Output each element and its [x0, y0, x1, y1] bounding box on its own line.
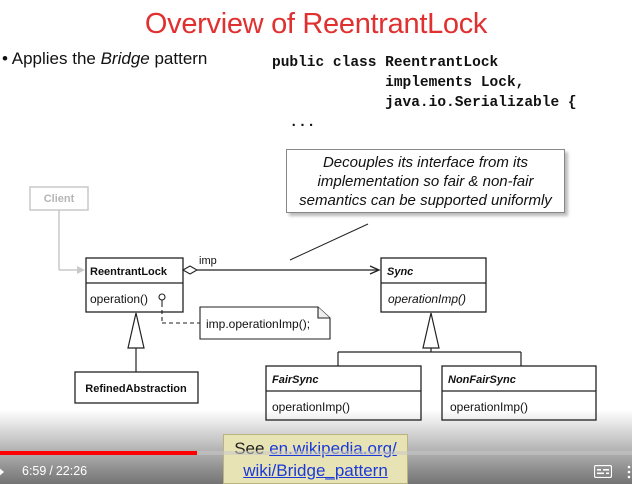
bullet-suffix: pattern [149, 49, 208, 68]
reentrantlock-label: ReentrantLock [90, 266, 168, 278]
refinedabstraction-label: RefinedAbstraction [85, 383, 187, 395]
note-connector [161, 310, 200, 324]
fairsync-label: FairSync [272, 374, 318, 386]
code-line: public class ReentrantLock [272, 55, 499, 71]
bullet-marker: • [2, 49, 8, 68]
nonfairsync-class: NonFairSync operationImp() [441, 365, 597, 421]
callout-pointer [289, 223, 369, 261]
callout-box: Decouples its interface from its impleme… [286, 149, 565, 213]
reference-box: See en.wikipedia.org/ wiki/Bridge_patter… [223, 434, 408, 484]
time-separator: / [49, 464, 53, 478]
code-line: implements Lock, [272, 75, 525, 91]
progress-played [0, 451, 197, 455]
nonfairsync-label: NonFairSync [448, 374, 516, 386]
fairsync-operation: operationImp() [272, 400, 350, 414]
reference-link[interactable]: en.wikipedia.org/ [269, 439, 397, 458]
more-icon[interactable] [626, 465, 632, 479]
play-icon[interactable] [0, 467, 4, 477]
code-snippet: public class ReentrantLock implements Lo… [272, 53, 577, 133]
sync-generalization [337, 312, 522, 366]
client-label: Client [44, 193, 75, 205]
sync-class: Sync operationImp() [380, 257, 487, 313]
reference-prefix: See [234, 439, 270, 458]
reentrantlock-class: ReentrantLock operation() [85, 257, 184, 313]
code-line: ... [272, 115, 316, 131]
code-line: java.io.Serializable { [272, 95, 577, 111]
bullet-point: • Applies the Bridge pattern [2, 49, 207, 69]
note-box: imp.operationImp(); [199, 306, 331, 340]
bullet-italic: Bridge [100, 49, 150, 68]
callout-line: Decouples its interface from its [322, 154, 529, 171]
callout-line: implementation so fair & non-fair [317, 173, 534, 190]
imp-label: imp [199, 255, 217, 267]
refined-generalization [127, 312, 145, 372]
sync-operation: operationImp() [388, 292, 466, 306]
progress-bar[interactable] [0, 451, 632, 455]
duration: 22:26 [55, 464, 88, 478]
nonfairsync-operation: operationImp() [450, 400, 528, 414]
time-display: 6:59/22:26 [22, 464, 87, 478]
callout-line: semantics can be supported uniformly [299, 192, 552, 209]
imp-association: imp [181, 255, 381, 275]
sync-label: Sync [387, 266, 413, 278]
note-text: imp.operationImp(); [206, 317, 310, 331]
fairsync-class: FairSync operationImp() [265, 365, 422, 421]
bullet-prefix: Applies the [11, 49, 101, 68]
current-time: 6:59 [22, 464, 47, 478]
reentrantlock-operation: operation() [90, 292, 148, 306]
refinedabstraction-class: RefinedAbstraction [74, 371, 199, 404]
captions-icon[interactable] [594, 465, 612, 478]
client-connector [58, 210, 85, 274]
reference-link[interactable]: wiki/Bridge_pattern [243, 461, 388, 480]
client-box: Client [29, 186, 89, 211]
slide-title: Overview of ReentrantLock [144, 8, 488, 40]
